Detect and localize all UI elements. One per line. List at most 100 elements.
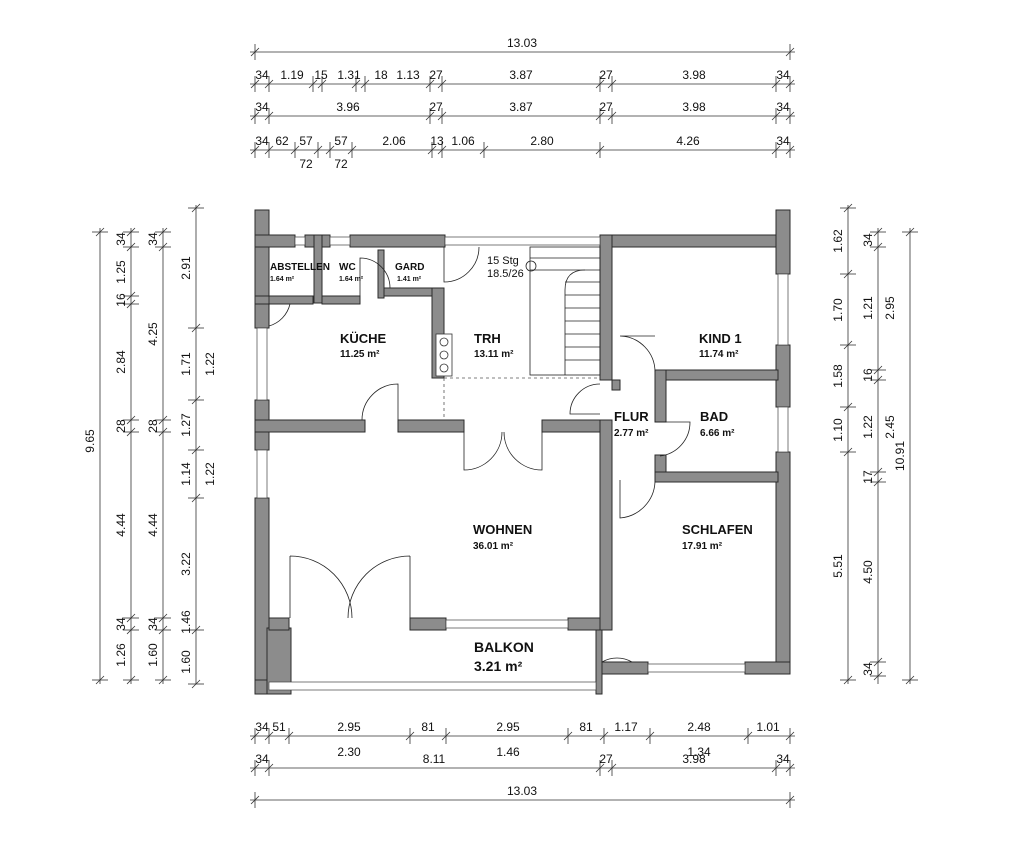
dim-bottom-row1-label-0: 34: [255, 720, 269, 734]
room-flur-area: 2.77 m²: [614, 428, 649, 439]
wall-abstellen-wc: [313, 234, 323, 304]
dim-bottom-row1-label-4: 2.95: [496, 720, 520, 734]
stove-icon: [435, 333, 453, 377]
wall-bottom-right-a: [599, 661, 649, 675]
room-wc-name: WC: [339, 262, 356, 273]
dim-top-row1-label-6: 27: [429, 68, 443, 82]
dim-top-row3-label-6: 1.06: [451, 134, 475, 148]
dim-bottom-row1-label-3: 81: [421, 720, 435, 734]
window-bad: [777, 406, 789, 453]
window-stairs: [444, 236, 601, 246]
dim-right-col2-label-5: 4.50: [861, 560, 875, 584]
wall-top-abstellen: [254, 234, 296, 248]
window-kueche: [256, 327, 268, 401]
dim-right-col2-label-3: 1.22: [861, 415, 875, 439]
dim-right-col2-label-6: 34: [861, 662, 875, 676]
dim-bottom-row2-label-4: 34: [776, 752, 790, 766]
dim-bottom-row1-label-5: 81: [579, 720, 593, 734]
wall-outer-right-low: [775, 451, 791, 675]
dim-top-row2-label-1: 3.96: [336, 100, 360, 114]
dim-bottom-row2-label-0: 34: [255, 752, 269, 766]
door-bad: [655, 421, 691, 457]
dim-top-row3-label-7: 2.80: [530, 134, 554, 148]
dim-top-row1-label-1: 1.19: [280, 68, 304, 82]
dim-left-col2-label-2: 28: [146, 419, 160, 433]
window-abstellen: [294, 236, 306, 246]
door-balkon-right: [347, 555, 411, 619]
room-kind1-area: 11.74 m²: [699, 349, 739, 360]
dim-left-col2-label-4: 34: [146, 617, 160, 631]
dim-top-row3-label-1: 62: [275, 134, 289, 148]
dim-left-col2-label-0: 34: [146, 232, 160, 246]
dim-left-col4-1: 1.22: [203, 462, 217, 486]
wall-abstellen-bottom: [254, 295, 314, 305]
dim-left-col3-label-5: 1.46: [179, 610, 193, 634]
dim-bottom-row1-sub-0: 2.30: [337, 745, 361, 759]
dim-left-col3-label-2: 1.27: [179, 413, 193, 437]
room-kind1-name: KIND 1: [699, 331, 742, 346]
dim-top-row1-label-4: 18: [374, 68, 388, 82]
door-schlafen-balkon: [601, 632, 633, 663]
door-wohnen-double-a: [463, 431, 503, 471]
wall-wc-gard: [377, 249, 385, 299]
dim-top-row1-label-7: 3.87: [509, 68, 533, 82]
room-wohnen-name: WOHNEN: [473, 522, 532, 537]
room-trh-name: TRH: [474, 331, 501, 346]
dim-bottom-row1-sub-1: 1.46: [496, 745, 520, 759]
room-wohnen-area: 36.01 m²: [473, 541, 514, 552]
dim-top-row3-sub-1: 72: [334, 157, 348, 171]
dim-left-total-label-0: 9.65: [83, 429, 97, 453]
room-flur-name: FLUR: [614, 409, 649, 424]
stairs-ratio: 18.5/26: [487, 268, 524, 280]
dim-top-row2-label-4: 27: [599, 100, 613, 114]
dim-bottom-row1-label-2: 2.95: [337, 720, 361, 734]
dim-right-total-label-0: 10.91: [893, 441, 907, 471]
room-schlafen-name: SCHLAFEN: [682, 522, 753, 537]
dim-left-col2-label-5: 1.60: [146, 643, 160, 667]
dim-right-col2-label-0: 34: [861, 233, 875, 247]
room-gard-name: GARD: [395, 262, 424, 273]
wall-balkon-right: [595, 627, 603, 695]
dim-right-col2-label-1: 1.21: [861, 296, 875, 320]
wall-trh-flur: [599, 234, 613, 381]
dim-top-row3-label-8: 4.26: [676, 134, 700, 148]
room-bad-name: BAD: [700, 409, 728, 424]
dim-top-row3-label-5: 13: [430, 134, 444, 148]
dim-top-row1-label-9: 3.98: [682, 68, 706, 82]
dim-right-col2-label-4: 17: [861, 470, 875, 484]
dim-top-row3-label-2: 57: [299, 134, 313, 148]
dim-left-col4-0: 1.22: [203, 352, 217, 376]
door-schlafen: [619, 480, 656, 519]
room-balkon-name: BALKON: [474, 639, 534, 655]
dim-bottom-row2-label-3: 3.98: [682, 752, 706, 766]
dim-right-col1-label-4: 5.51: [831, 554, 845, 578]
stairs-count: 15 Stg: [487, 255, 519, 267]
dim-right-col1-label-2: 1.58: [831, 364, 845, 388]
dim-right-col3-0: 2.95: [883, 296, 897, 320]
wall-trh-wohnen-a: [397, 419, 465, 433]
wall-kueche-wohnen: [254, 419, 366, 433]
dim-right-col2-label-2: 16: [861, 368, 875, 382]
wall-bottom-right-b: [744, 661, 791, 675]
room-trh-area: 13.11 m²: [474, 349, 514, 360]
dim-top-row3-label-4: 2.06: [382, 134, 406, 148]
room-wc-area: 1.64 m²: [339, 276, 364, 283]
door-wohnen-double-b: [503, 431, 543, 471]
dim-top-row3-label-0: 34: [255, 134, 269, 148]
dim-top-row1-label-10: 34: [776, 68, 790, 82]
dim-left-col3-label-1: 1.71: [179, 352, 193, 376]
dim-top-row3-sub-0: 72: [299, 157, 313, 171]
room-abstellen-name: ABSTELLEN: [270, 262, 330, 273]
room-kueche-area: 11.25 m²: [340, 349, 380, 360]
door-flur-stairs: [569, 383, 601, 415]
dim-left-col2-label-1: 4.25: [146, 322, 160, 346]
window-kind1: [777, 273, 789, 346]
dim-top-row1-label-3: 1.31: [337, 68, 361, 82]
dim-left-col1-label-6: 34: [114, 617, 128, 631]
dim-left-col1-label-3: 2.84: [114, 350, 128, 374]
dim-left-col1-label-2: 16: [114, 293, 128, 307]
room-balkon-area: 3.21 m²: [474, 658, 523, 674]
room-abstellen-area: 1.64 m²: [270, 276, 295, 283]
window-wohnen-left: [256, 449, 268, 499]
dim-left-col2-label-3: 4.44: [146, 513, 160, 537]
